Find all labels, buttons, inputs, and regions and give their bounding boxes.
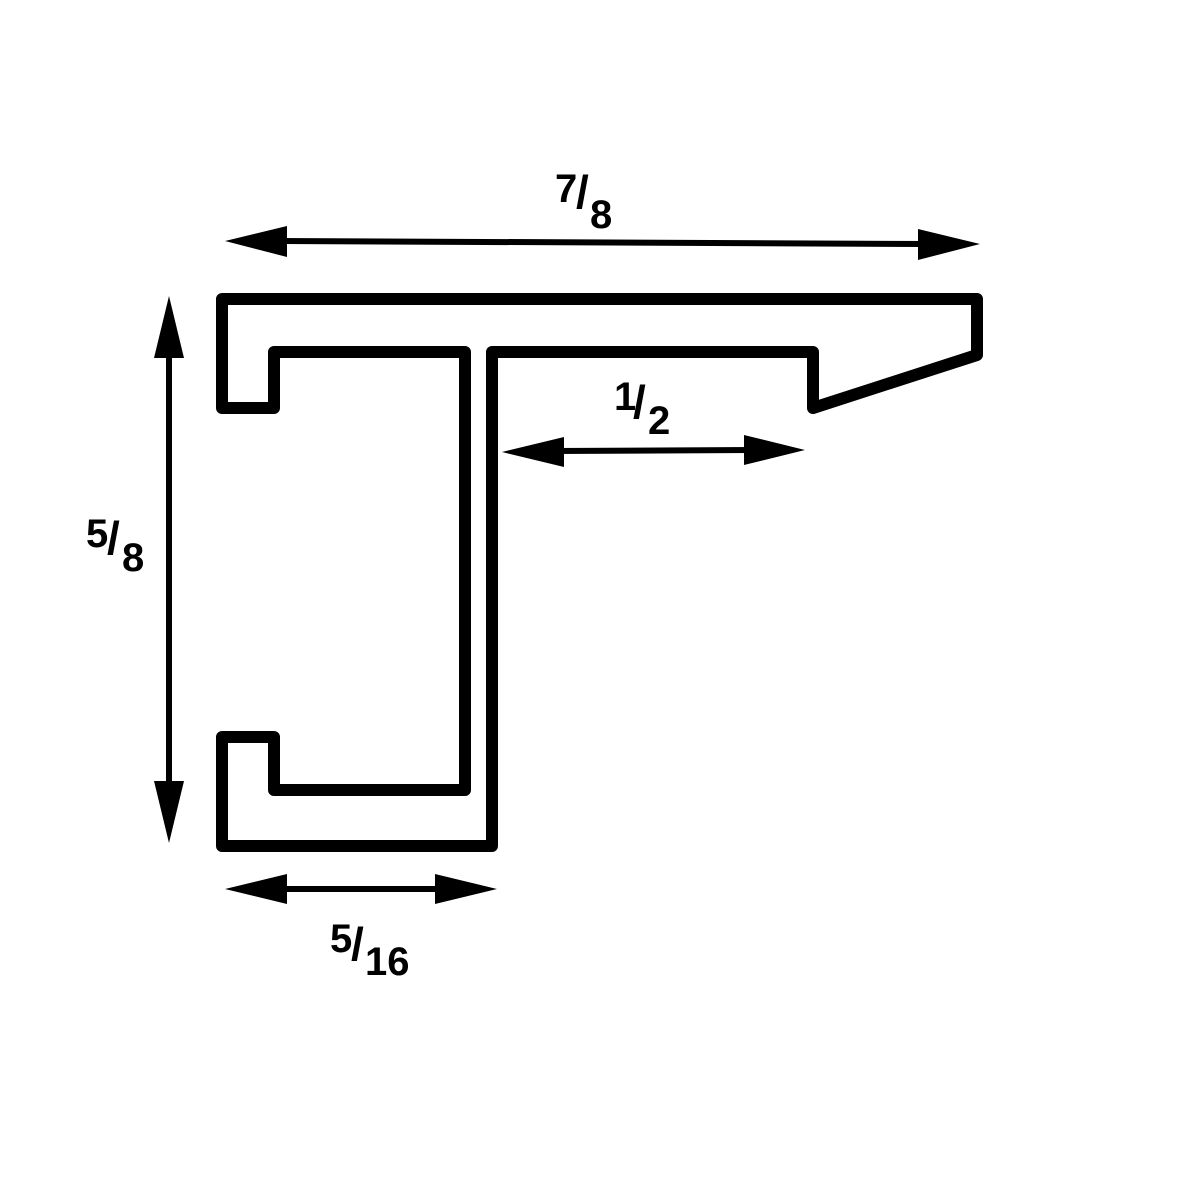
rabbet-dimension-arrow	[502, 435, 805, 467]
width-dimension-arrow	[225, 226, 980, 260]
height-label: 5/8	[86, 512, 144, 580]
height-dimension-arrow	[154, 296, 184, 843]
arrow-left-icon	[502, 437, 564, 467]
arrow-up-icon	[154, 296, 184, 358]
moulding-profile-outline	[216, 293, 983, 852]
channel-dimension-arrow	[225, 874, 497, 904]
arrow-left-icon	[225, 874, 287, 904]
width-label: 7/8	[555, 166, 612, 237]
arrow-right-icon	[918, 229, 980, 260]
channel-label: 5/16	[330, 917, 410, 984]
arrow-right-icon	[435, 874, 497, 904]
arrow-right-icon	[744, 435, 805, 465]
rabbet-label: 1/2	[614, 375, 670, 443]
arrow-down-icon	[154, 781, 184, 843]
arrow-left-icon	[225, 226, 287, 257]
